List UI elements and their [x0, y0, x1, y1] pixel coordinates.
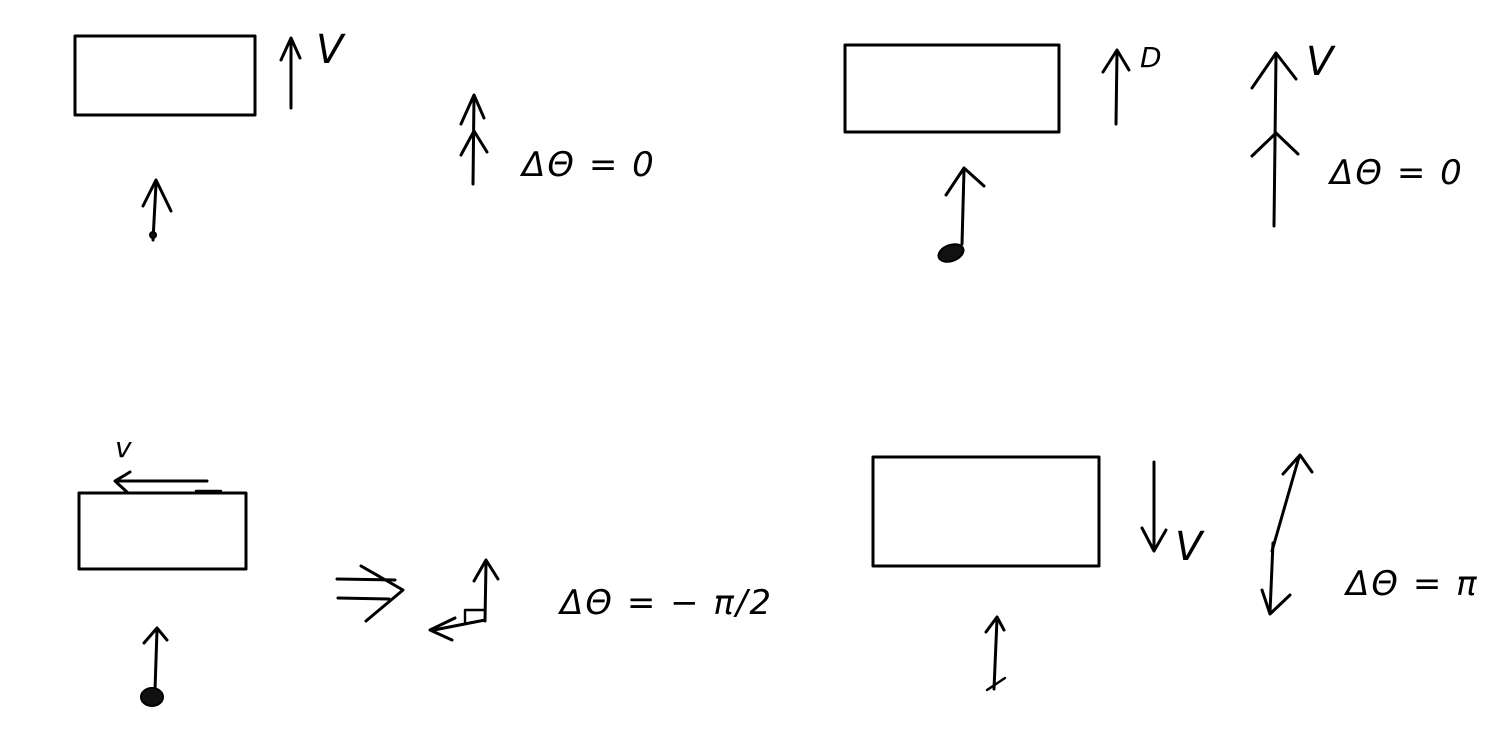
block-velocity-label: V	[1175, 524, 1203, 570]
block-velocity-arrow	[1140, 460, 1168, 553]
observer-velocity-arrow	[984, 615, 1007, 692]
observer-velocity-arrow	[141, 178, 173, 242]
implies-arrow	[335, 564, 405, 623]
panel-bottom-right	[871, 453, 1314, 692]
moving-block	[73, 34, 257, 117]
relative-velocity-equation: ΔΘ = 0	[1330, 153, 1464, 193]
moving-block	[871, 455, 1101, 568]
panel-bottom-left	[77, 470, 500, 707]
block-velocity-arrow	[113, 470, 223, 494]
block-velocity-label: V	[316, 27, 344, 73]
panel-top-right	[843, 43, 1300, 263]
relative-velocity-double-arrow	[1250, 51, 1300, 228]
block-velocity-arrow	[279, 36, 302, 110]
moving-block	[843, 43, 1061, 134]
observer-velocity-arrow	[140, 626, 169, 707]
relative-velocity-double-arrow	[459, 93, 489, 186]
block-velocity-arrow	[1101, 48, 1131, 126]
relative-velocity-equation: ΔΘ = π	[1346, 564, 1479, 604]
block-velocity-label: v	[115, 431, 132, 464]
opposite-velocity-arrows	[1260, 453, 1314, 616]
moving-block	[77, 491, 248, 571]
relative-velocity-label: V	[1306, 39, 1334, 85]
relative-velocity-equation: ΔΘ = 0	[522, 145, 656, 185]
observer-velocity-arrow	[937, 166, 986, 263]
relative-velocity-equation: ΔΘ = − π/2	[560, 583, 773, 623]
block-velocity-label: D	[1140, 41, 1162, 74]
perpendicular-velocity-arrows	[428, 558, 500, 642]
panel-top-left	[73, 34, 489, 242]
